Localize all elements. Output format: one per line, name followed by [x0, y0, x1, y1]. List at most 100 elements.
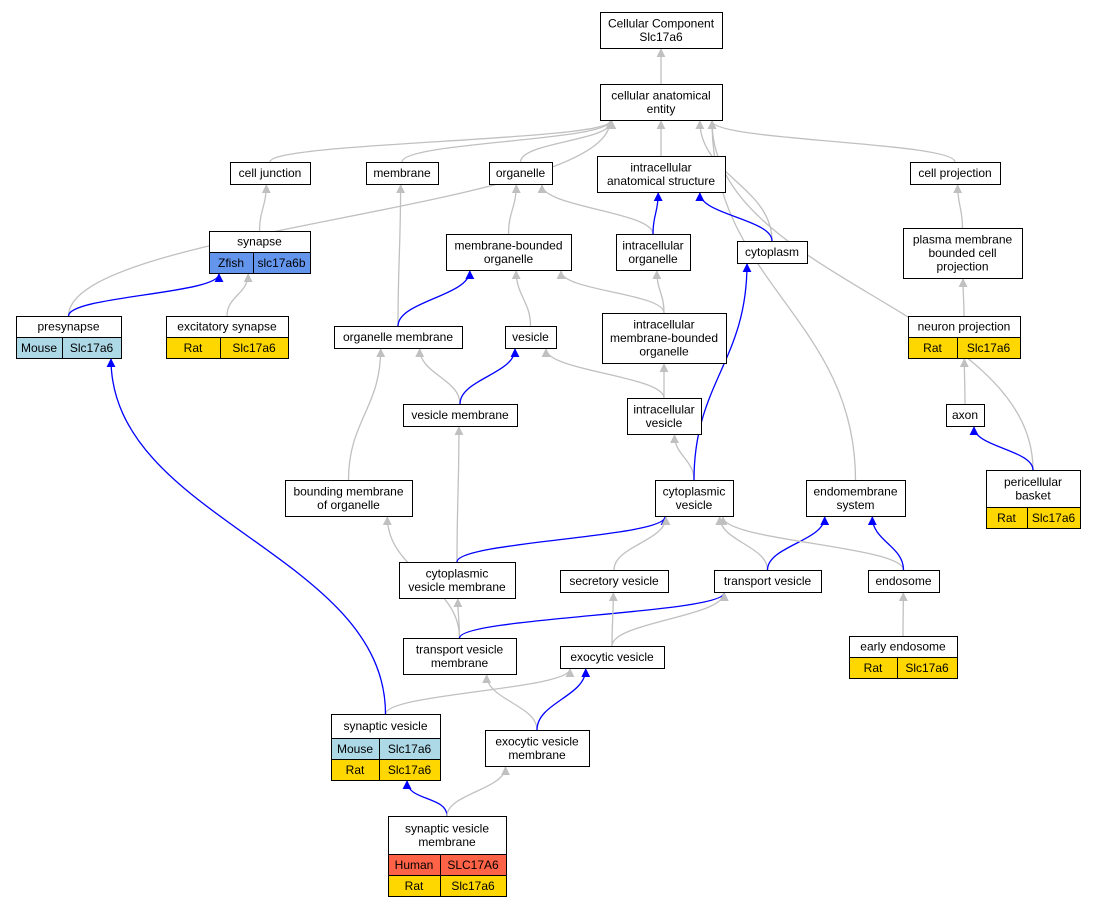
node-label-line: neuron projection — [918, 320, 1011, 334]
node-mem[interactable]: membrane — [366, 162, 439, 185]
node-label-line: exocytic vesicle — [570, 650, 654, 664]
node-vm[interactable]: vesicle membrane — [403, 404, 518, 427]
node-label-box — [986, 470, 1081, 508]
node-label-box — [602, 313, 727, 364]
gene-label: SLC17A6 — [447, 858, 499, 872]
node-tv[interactable]: transport vesicle — [714, 570, 822, 593]
node-endo[interactable]: endosome — [868, 570, 940, 593]
node-label-line: bounding membrane — [293, 484, 403, 498]
node-cj[interactable]: cell junction — [230, 162, 311, 185]
node-label-line: entity — [647, 102, 676, 116]
edge-om-to-mem — [396, 184, 406, 327]
node-exv[interactable]: exocytic vesicle — [560, 646, 665, 669]
node-label-box — [946, 404, 985, 427]
edge-pre-to-cae — [67, 120, 615, 317]
gene-label: Slc17a6 — [451, 879, 495, 893]
edge-io-to-ias — [652, 192, 663, 235]
node-label-line: bounded cell — [928, 246, 996, 260]
node-label-line: organelle — [628, 252, 678, 266]
gene-cell — [440, 875, 507, 897]
gene-label: Slc17a6 — [905, 661, 949, 675]
node-label-box — [714, 570, 822, 593]
node-label-line: plasma membrane — [913, 233, 1013, 247]
node-label-box — [903, 228, 1023, 279]
node-label-line: organelle membrane — [343, 330, 453, 344]
node-label-line: anatomical structure — [607, 174, 715, 188]
node-label-box — [285, 480, 413, 517]
species-label: Zfish — [218, 256, 244, 270]
edge-mbo-to-org — [507, 184, 521, 235]
edge-cvm-to-vm — [454, 426, 464, 563]
node-label-line: cytoplasmic — [663, 484, 726, 498]
node-label-line: projection — [936, 260, 988, 274]
edge-cyto-to-cae — [695, 120, 773, 242]
node-label-box — [627, 398, 702, 435]
node-label-line: system — [836, 498, 874, 512]
node-cp[interactable]: cell projection — [910, 162, 1001, 185]
edge-evm-to-tvm — [482, 674, 538, 731]
node-label-line: endosome — [875, 574, 931, 588]
gene-label: Slc17a6 — [967, 341, 1011, 355]
node-axon[interactable]: axon — [946, 404, 985, 427]
node-label-line: vesicle — [646, 416, 683, 430]
node-ves[interactable]: vesicle — [505, 326, 557, 349]
node-label-line: synaptic vesicle — [405, 821, 489, 835]
edge-exv-to-tv — [611, 592, 729, 647]
edge-tv-to-cv — [715, 516, 769, 571]
edge-cyto-to-ias — [695, 192, 773, 242]
node-label-box — [560, 570, 669, 593]
node-label-line: cytoplasmic — [426, 566, 489, 580]
node-label-box — [910, 162, 1001, 185]
edge-cj-to-cae — [269, 120, 615, 163]
gene-cell — [62, 337, 122, 359]
node-sv2[interactable]: secretory vesicle — [560, 570, 669, 593]
species-label: Rat — [997, 511, 1016, 525]
node-label-box — [334, 326, 463, 349]
node-label-line: secretory vesicle — [569, 574, 659, 588]
node-label-line: membrane-bounded — [610, 331, 718, 345]
node-label-line: synaptic vesicle — [343, 719, 427, 733]
node-label-line: endomembrane — [813, 484, 897, 498]
node-label-line: intracellular — [633, 402, 694, 416]
gene-cell — [957, 337, 1021, 359]
node-label-box — [446, 234, 572, 271]
node-org[interactable]: organelle — [489, 162, 553, 185]
node-cyto[interactable]: cytoplasm — [737, 241, 808, 264]
node-label-line: membrane — [508, 748, 566, 762]
edge-bmo-to-om — [347, 348, 386, 481]
gene-label: Slc17a6 — [70, 341, 114, 355]
node-label-line: Slc17a6 — [639, 30, 683, 44]
species-label: Human — [395, 858, 434, 872]
species-label: Rat — [346, 763, 365, 777]
edge-synv-to-exv — [384, 668, 575, 715]
node-label-line: cell projection — [918, 166, 991, 180]
node-label-box — [331, 714, 441, 739]
species-label: Rat — [184, 341, 203, 355]
node-label-line: presynapse — [37, 320, 99, 334]
node-om[interactable]: organelle membrane — [334, 326, 463, 349]
node-label-box — [366, 162, 439, 185]
